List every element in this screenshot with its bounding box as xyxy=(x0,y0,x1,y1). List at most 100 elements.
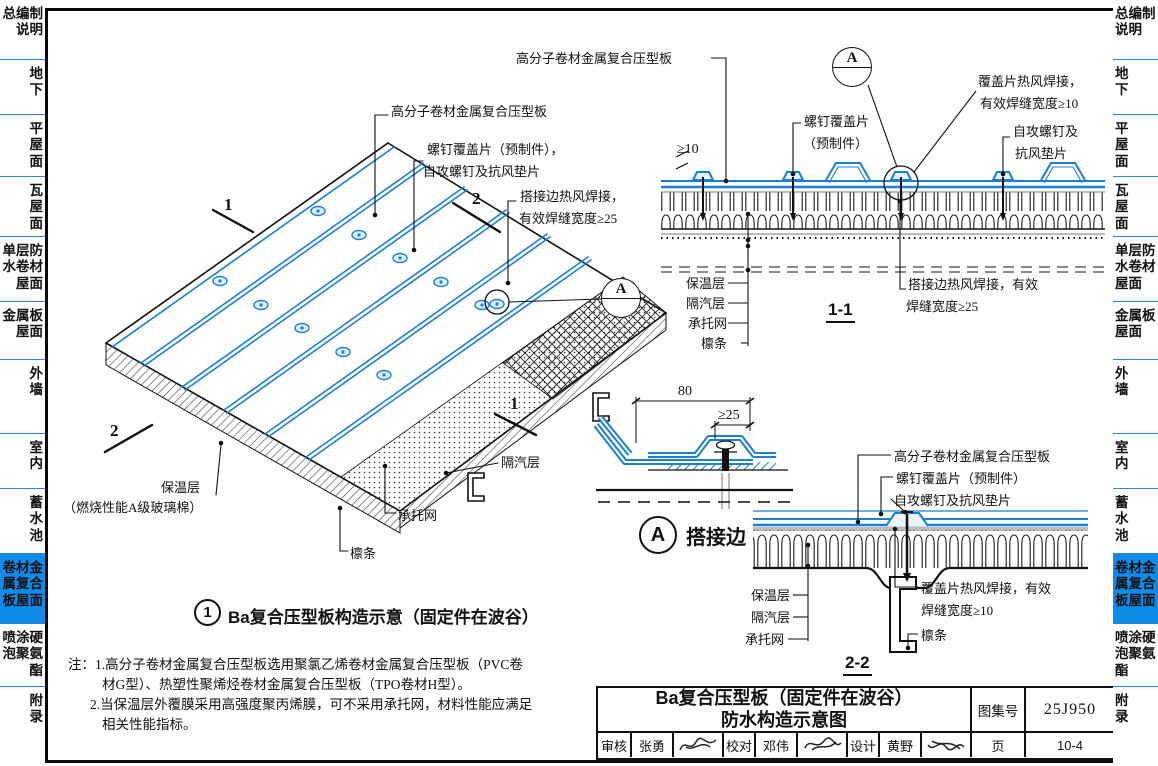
section-title-2-2: 2-2 xyxy=(843,653,872,676)
technical-linework xyxy=(103,57,1105,653)
label-insulation-11: 保温层 xyxy=(686,276,726,291)
drawing-sheet: 高分子卷材金属复合压型板 螺钉覆盖片（预制件）， 自攻螺钉及抗风垫片 搭接边热风… xyxy=(45,8,1119,763)
label-mesh-22: 承托网 xyxy=(745,632,785,647)
sidebar-item-tile-roof[interactable]: 瓦 屋 面 xyxy=(1113,177,1158,237)
designer-label: 设计 xyxy=(846,733,878,757)
reviewer-signature xyxy=(672,733,722,757)
sidebar-item-metal-panel-roof[interactable]: 金属板 屋面 xyxy=(0,302,45,360)
notes: 注：1.高分子卷材金属复合压型板选用聚氯乙烯卷材金属复合压型板（PVC卷 材G型… xyxy=(68,655,608,735)
sidebar-item-flat-roof[interactable]: 平 屋 面 xyxy=(0,115,45,177)
cut-mark-2b: 2 xyxy=(110,421,119,440)
detail-a-marker: A xyxy=(601,278,641,318)
sidebar-item-single-ply-membrane-roof[interactable]: 单层防 水卷材 屋面 xyxy=(0,237,45,302)
sidebar-item-appendix[interactable]: 附 录 xyxy=(29,693,44,725)
sidebar-item-spray-polyurethane[interactable]: 喷涂硬 泡聚氨 酯 xyxy=(0,624,45,687)
sidebar-item-tile-roof[interactable]: 瓦 屋 面 xyxy=(0,177,45,237)
label-cover-weld-22b: 焊缝宽度≥10 xyxy=(921,603,994,618)
label-insulation: 保温层 xyxy=(161,480,201,495)
detail-a-circle: A xyxy=(639,516,677,554)
label-lap-weld: 搭接边热风焊接， xyxy=(520,189,625,204)
reviewer-name: 张勇 xyxy=(630,733,672,757)
label-purlin: 檩条 xyxy=(350,546,377,561)
sidebar-item-metal-panel-roof[interactable]: 金属板 屋面 xyxy=(1113,302,1158,360)
designer-name: 黄野 xyxy=(878,733,920,757)
signature-scribble xyxy=(927,740,965,751)
label-insulation2: （燃烧性能A级玻璃棉） xyxy=(63,500,203,515)
sidebar-item-water-tank[interactable]: 蓄 水 池 xyxy=(0,489,45,554)
label-screw-cover-11: 螺钉覆盖片 xyxy=(804,114,870,129)
dim-80: 80 xyxy=(678,384,692,399)
designer-signature xyxy=(920,733,970,757)
label-self-tapping-screw-22: 自攻螺钉及抗风垫片 xyxy=(894,493,1012,508)
label-screw-cover: 螺钉覆盖片（预制件）， xyxy=(427,142,564,157)
sidebar-right: 总编制 说明 地 下 平 屋 面 瓦 屋 面 单层防 水卷材 屋面 金属板 屋面… xyxy=(1113,0,1158,766)
label-lap-weld-11: 搭接边热风焊接，有效 xyxy=(908,277,1039,292)
detail-a xyxy=(593,397,793,509)
sidebar-item-spray-polyurethane[interactable]: 喷涂硬 泡聚氨 酯 xyxy=(1113,624,1158,687)
sidebar-item-underground[interactable]: 地 下 xyxy=(1113,60,1158,115)
sidebar-item-single-ply-membrane-roof[interactable]: 单层防 水卷材 屋面 xyxy=(1113,237,1158,302)
note-line: 相关性能指标。 xyxy=(102,717,197,732)
note-line: 注：1.高分子卷材金属复合压型板选用聚氯乙烯卷材金属复合压型板（PVC卷 xyxy=(68,657,523,672)
atlas-number-label: 图集号 xyxy=(970,688,1024,731)
sidebar-item-interior[interactable]: 室 内 xyxy=(0,434,45,489)
sidebar-item-general-notes[interactable]: 总编制 说明 xyxy=(0,0,45,60)
sidebar-item-composite-metal-panel-roof[interactable]: 卷材金 属复合 板屋面 xyxy=(1113,554,1158,624)
note-line: 材G型）、热塑性聚烯烃卷材金属复合压型板（TPO卷材H型）。 xyxy=(102,677,472,692)
title-block: Ba复合压型板（固定件在波谷） 防水构造示意图 图集号 25J950 审核 张勇… xyxy=(596,686,1116,760)
label-cover-weld-11: 覆盖片热风焊接， xyxy=(978,74,1083,89)
label-screw-cover-11b: （预制件） xyxy=(803,136,869,151)
label-vapor-barrier: 隔汽层 xyxy=(501,455,541,470)
label-cover-weld-22: 覆盖片热风焊接，有效 xyxy=(921,581,1052,596)
label-self-tapping-screw-11b: 抗风垫片 xyxy=(1015,146,1068,161)
atlas-number: 25J950 xyxy=(1024,688,1114,731)
detail-a-marker-11: A xyxy=(832,47,872,87)
checker-name: 邓伟 xyxy=(754,733,796,757)
label-polymer-panel-11: 高分子卷材金属复合压型板 xyxy=(516,51,673,66)
page-label: 页 xyxy=(970,733,1024,757)
sidebar-item-underground[interactable]: 地 下 xyxy=(0,60,45,115)
sidebar-left: 总编制 说明 地 下 平 屋 面 瓦 屋 面 单层防 水卷材 屋面 金属板 屋面… xyxy=(0,0,45,766)
label-polymer-panel: 高分子卷材金属复合压型板 xyxy=(391,104,548,119)
sidebar-item-general-notes[interactable]: 总编制 说明 xyxy=(1113,0,1158,60)
section-2-2 xyxy=(753,454,1088,653)
sidebar-item-flat-roof[interactable]: 平 屋 面 xyxy=(1113,115,1158,177)
label-support-mesh: 承托网 xyxy=(398,508,438,523)
note-line: 2.当保温层外覆膜采用高强度聚丙烯膜，可不采用承托网，材料性能应满足 xyxy=(90,697,533,712)
section-title-1-1: 1-1 xyxy=(826,300,855,323)
sidebar-item-exterior-wall[interactable]: 外 墙 xyxy=(0,360,45,434)
sidebar-item-water-tank[interactable]: 蓄 水 池 xyxy=(1113,489,1158,554)
cut-mark-1b: 1 xyxy=(510,394,519,413)
dim-25: ≥25 xyxy=(718,408,740,423)
label-insulation-22: 保温层 xyxy=(751,588,791,603)
fig1-isometric xyxy=(103,114,668,552)
label-vapor-11: 隔汽层 xyxy=(686,296,726,311)
label-cover-weld-11b: 有效焊缝宽度≥10 xyxy=(980,96,1079,111)
sidebar-item-appendix[interactable]: 附 录 xyxy=(1115,693,1129,725)
label-lap-weld2: 有效焊缝宽度≥25 xyxy=(519,211,618,226)
cut-mark-2: 2 xyxy=(472,189,481,208)
fig1-number-circle: 1 xyxy=(194,599,221,626)
label-mesh-11: 承托网 xyxy=(688,316,728,331)
signature-scribble xyxy=(804,737,842,751)
label-screw-cover2: 自攻螺钉及抗风垫片 xyxy=(423,164,541,179)
checker-signature xyxy=(796,733,846,757)
sidebar-item-composite-metal-panel-roof[interactable]: 卷材金 属复合 板屋面 xyxy=(0,554,45,624)
label-vapor-22: 隔汽层 xyxy=(751,610,791,625)
label-screw-cover-22: 螺钉覆盖片（预制件） xyxy=(896,471,1027,486)
cut-mark-1: 1 xyxy=(224,195,233,214)
signature-scribble xyxy=(679,737,717,751)
fig1-caption: Ba复合压型板构造示意（固定件在波谷） xyxy=(228,608,539,627)
section-1-1 xyxy=(661,57,1105,346)
page-number: 10-4 xyxy=(1024,733,1114,757)
sidebar-item-interior[interactable]: 室 内 xyxy=(1113,434,1158,489)
checker-label: 校对 xyxy=(722,733,754,757)
label-purlin-11: 檩条 xyxy=(701,336,728,351)
sidebar-item-exterior-wall[interactable]: 外 墙 xyxy=(1113,360,1158,434)
reviewer-label: 审核 xyxy=(600,738,627,754)
label-self-tapping-screw-11: 自攻螺钉及 xyxy=(1013,124,1079,139)
label-lap-weld-11b: 焊缝宽度≥25 xyxy=(906,299,979,314)
label-purlin-22: 檩条 xyxy=(921,628,948,643)
detail-a-caption: 搭接边 xyxy=(686,527,746,549)
